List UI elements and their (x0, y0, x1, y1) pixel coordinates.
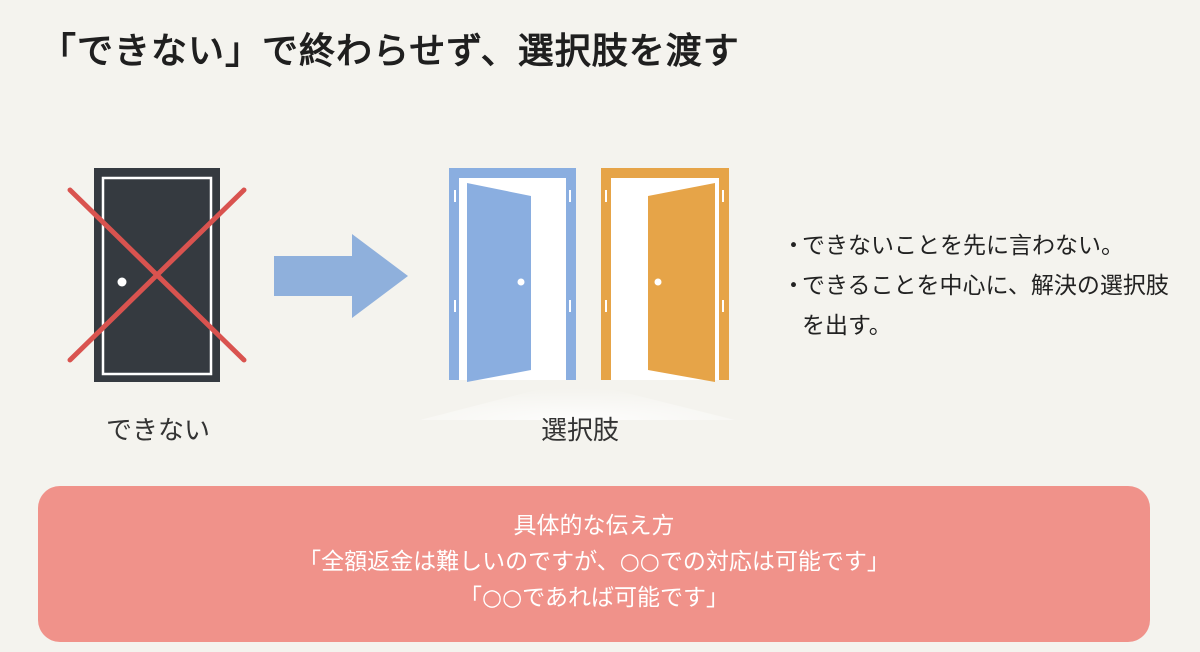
bullet-icon: ・ (782, 273, 805, 299)
cannot-label: できない (105, 416, 210, 446)
list-item: ・ できないことを先に言わない。 (782, 226, 1182, 266)
orange-open-door-icon (601, 168, 729, 382)
right-arrow-icon (274, 234, 408, 318)
choices-label: 選択肢 (540, 416, 619, 446)
example-phrase: 「全額返金は難しいのですが、○○での対応は可能です」 (298, 549, 890, 575)
cross-mark-icon (67, 187, 247, 363)
slide-title: 「できない」で終わらせず、選択肢を渡す (40, 31, 740, 72)
bullet-icon: ・ (782, 233, 805, 259)
point-text: できることを中心に、解決の選択肢を出す。 (802, 273, 1169, 339)
blue-open-door-icon (449, 168, 576, 382)
light-glow (420, 380, 735, 420)
example-phrases-box: 具体的な伝え方 「全額返金は難しいのですが、○○での対応は可能です」 「○○であ… (38, 486, 1150, 642)
example-heading: 具体的な伝え方 (513, 513, 675, 539)
key-points-list: ・ できないことを先に言わない。 ・ できることを中心に、解決の選択肢を出す。 (782, 226, 1182, 346)
point-text: できないことを先に言わない。 (802, 233, 1124, 259)
list-item: ・ できることを中心に、解決の選択肢を出す。 (782, 266, 1182, 346)
example-phrase: 「○○であれば可能です」 (459, 585, 729, 611)
